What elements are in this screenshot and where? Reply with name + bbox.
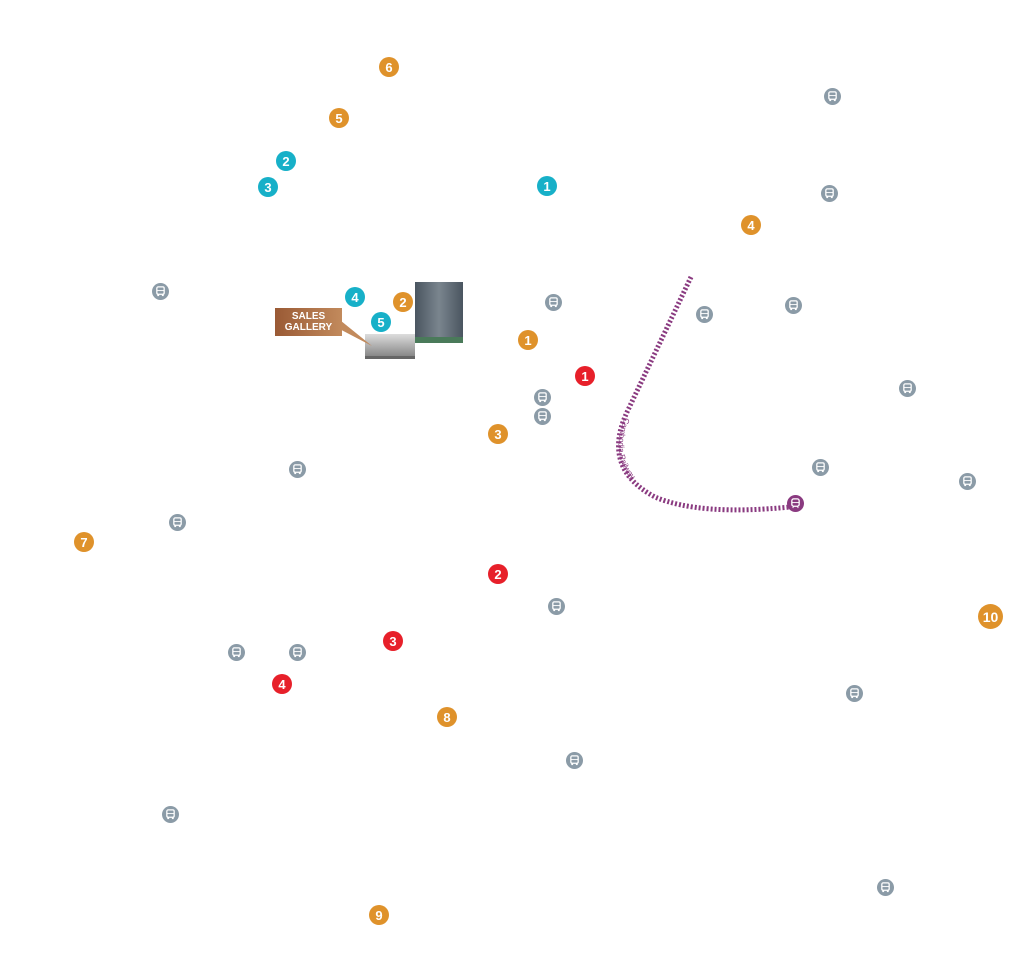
orange-marker[interactable]: 2: [393, 292, 413, 312]
red-marker[interactable]: 3: [383, 631, 403, 651]
orange-marker[interactable]: 9: [369, 905, 389, 925]
bus-stop-icon[interactable]: [812, 459, 829, 476]
railway-label: Cambodia Railway: [617, 417, 638, 481]
development-tower-image: [415, 282, 463, 343]
train-station-icon[interactable]: [787, 495, 804, 512]
bus-stop-icon[interactable]: [152, 283, 169, 300]
sales-gallery-line1: SALES: [291, 311, 326, 322]
red-marker[interactable]: 2: [488, 564, 508, 584]
bus-stop-icon[interactable]: [534, 408, 551, 425]
bus-stop-icon[interactable]: [228, 644, 245, 661]
bus-stop-icon[interactable]: [877, 879, 894, 896]
bus-stop-icon[interactable]: [289, 644, 306, 661]
bus-stop-icon[interactable]: [785, 297, 802, 314]
orange-marker[interactable]: 4: [741, 215, 761, 235]
bus-stop-icon[interactable]: [289, 461, 306, 478]
bus-stop-icon[interactable]: [169, 514, 186, 531]
bus-stop-icon[interactable]: [534, 389, 551, 406]
bus-stop-icon[interactable]: [162, 806, 179, 823]
teal-marker[interactable]: 5: [371, 312, 391, 332]
teal-marker[interactable]: 4: [345, 287, 365, 307]
bus-stop-icon[interactable]: [548, 598, 565, 615]
orange-marker[interactable]: 6: [379, 57, 399, 77]
sales-gallery-building-image: [365, 334, 415, 359]
bus-stop-icon[interactable]: [566, 752, 583, 769]
bus-stop-icon[interactable]: [696, 306, 713, 323]
orange-marker[interactable]: 1: [518, 330, 538, 350]
teal-marker[interactable]: 3: [258, 177, 278, 197]
orange-marker[interactable]: 10: [978, 604, 1003, 629]
orange-marker[interactable]: 5: [329, 108, 349, 128]
orange-marker[interactable]: 3: [488, 424, 508, 444]
bus-stop-icon[interactable]: [824, 88, 841, 105]
teal-marker[interactable]: 2: [276, 151, 296, 171]
bus-stop-icon[interactable]: [846, 685, 863, 702]
red-marker[interactable]: 1: [575, 366, 595, 386]
bus-stop-icon[interactable]: [821, 185, 838, 202]
bus-stop-icon[interactable]: [959, 473, 976, 490]
orange-marker[interactable]: 7: [74, 532, 94, 552]
teal-marker[interactable]: 1: [537, 176, 557, 196]
orange-marker[interactable]: 8: [437, 707, 457, 727]
bus-stop-icon[interactable]: [545, 294, 562, 311]
red-marker[interactable]: 4: [272, 674, 292, 694]
sales-gallery-line2: GALLERY: [284, 322, 333, 333]
bus-stop-icon[interactable]: [899, 380, 916, 397]
